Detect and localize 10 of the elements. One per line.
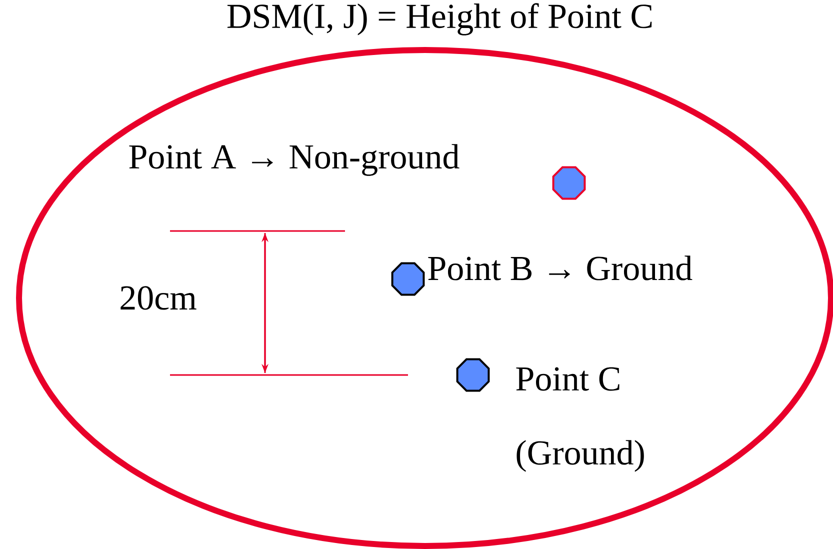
ellipse-outline (16, 47, 833, 549)
dimension-label: 20cm (120, 286, 196, 310)
point-label: Point A → Non-ground (129, 144, 460, 176)
point-marker (391, 262, 425, 296)
title: DSM(I, J) = Height of Point C (227, 3, 652, 36)
point-marker (552, 166, 586, 200)
point-label: (Ground) (516, 440, 644, 472)
point-marker (456, 358, 490, 392)
point-label: Point C (516, 367, 620, 391)
point-label: Point B → Ground (428, 256, 692, 280)
